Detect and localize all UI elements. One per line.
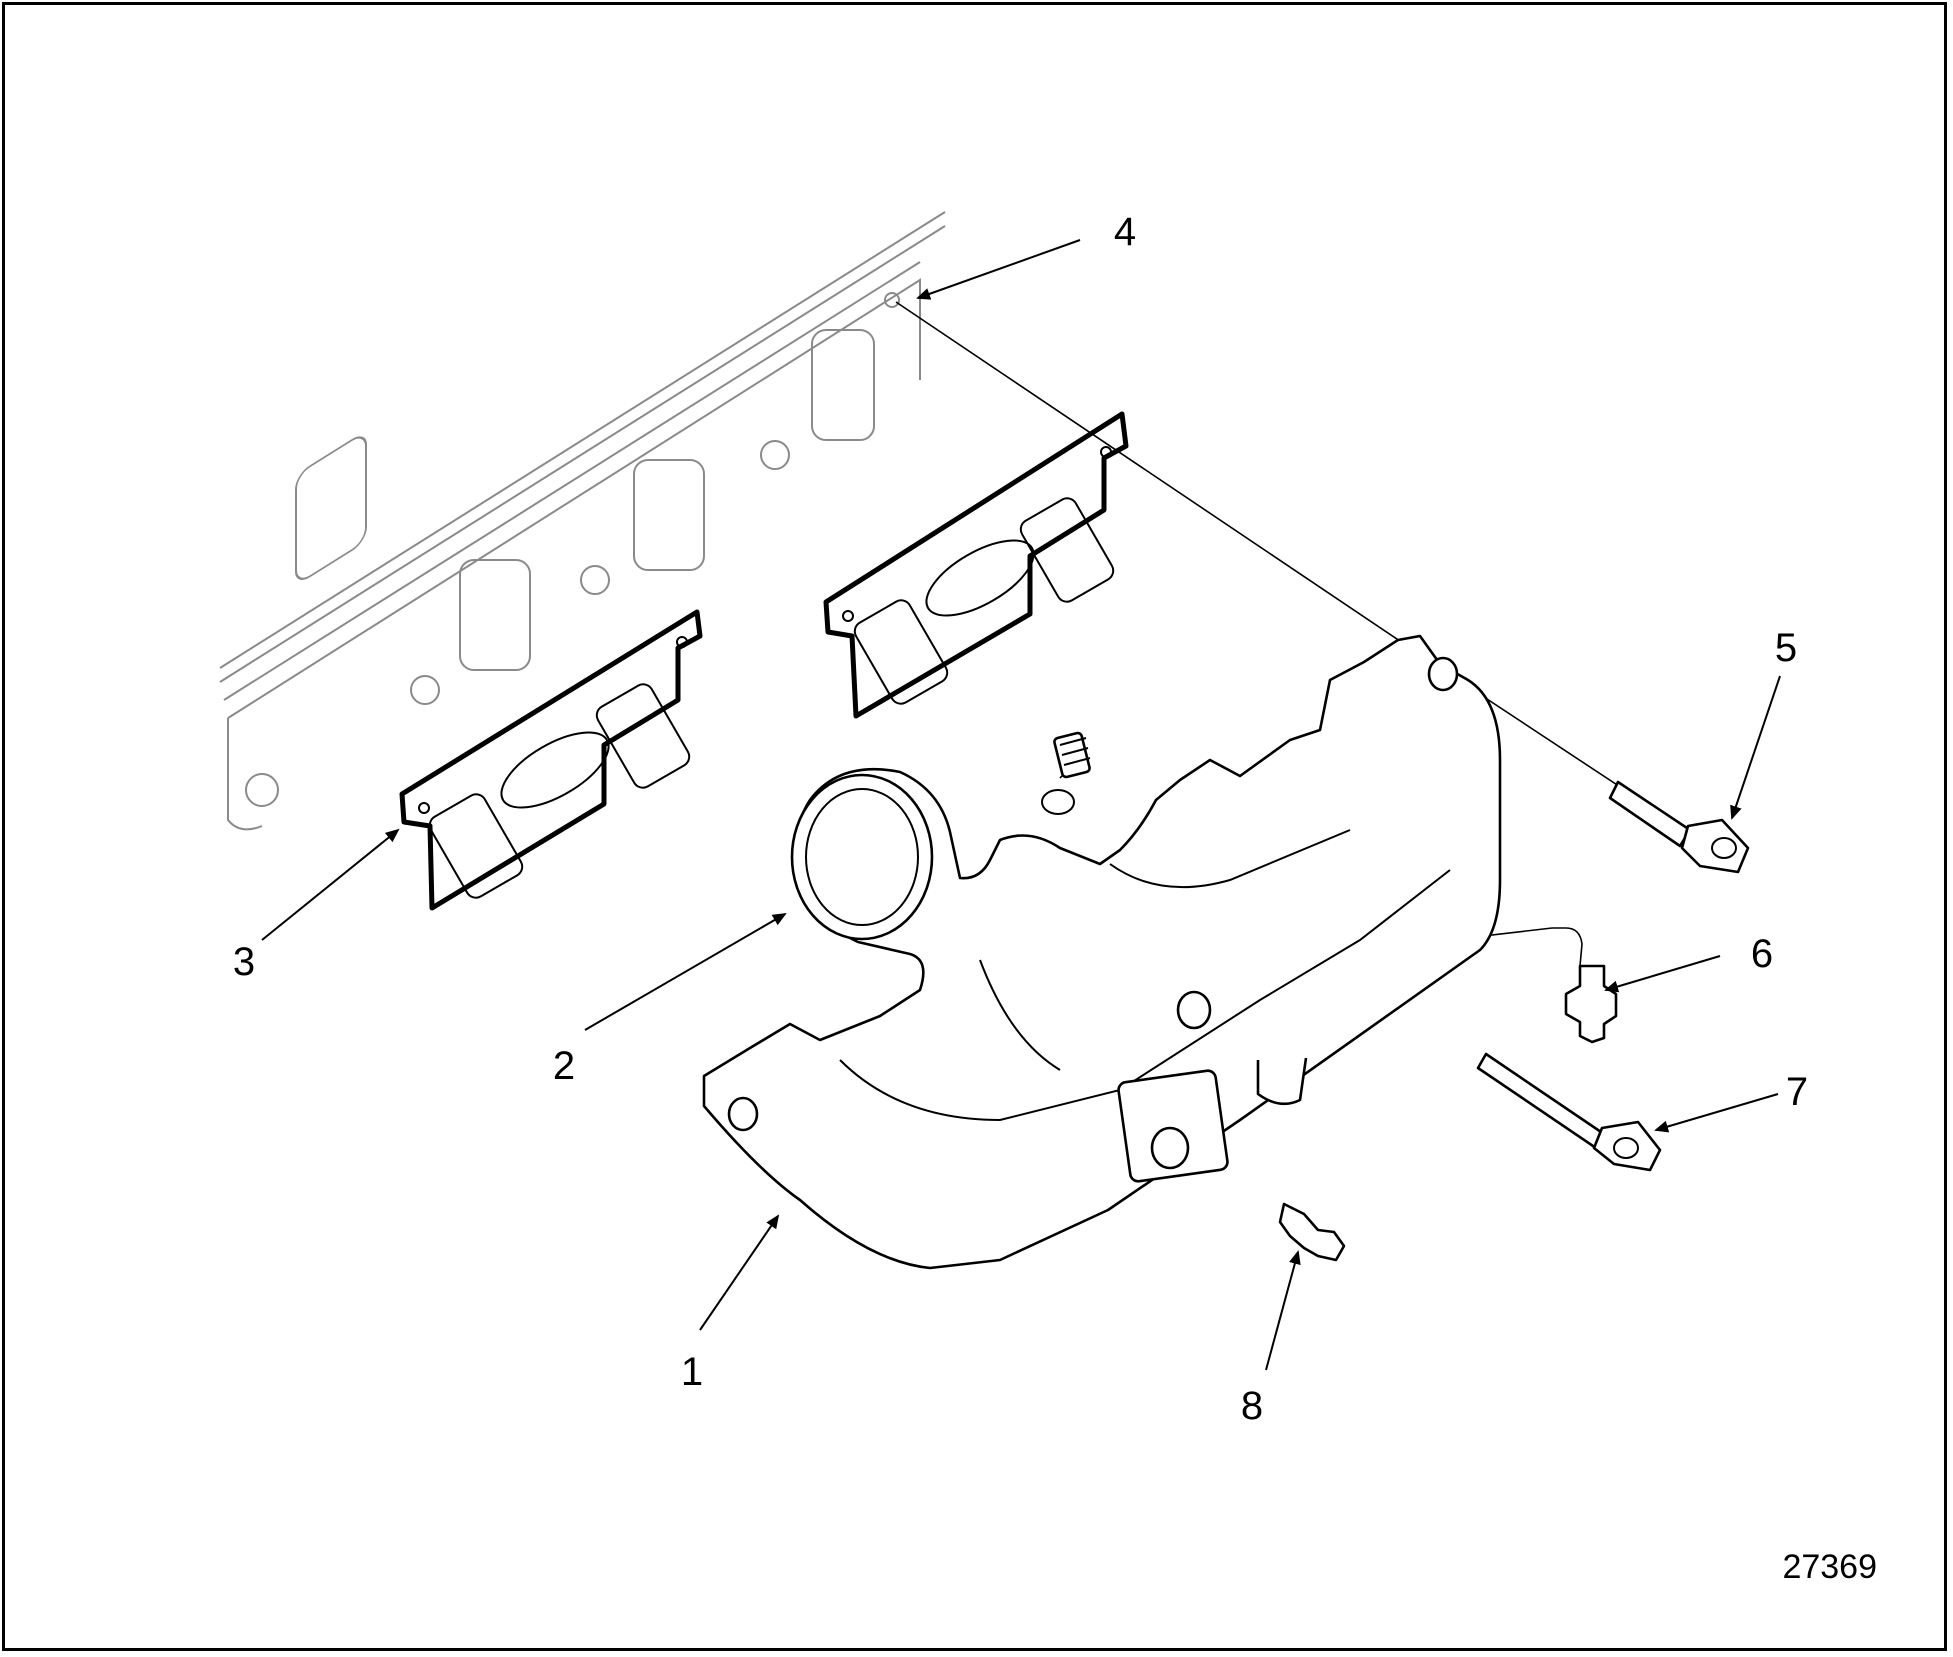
callout-5: 5 — [1774, 626, 1798, 670]
callout-2: 2 — [552, 1044, 576, 1088]
leader-2 — [584, 912, 787, 1031]
sensor-8 — [1278, 1202, 1346, 1262]
figure-number: 27369 — [1782, 1548, 1877, 1586]
bolt-5 — [1608, 780, 1750, 874]
callout-3: 3 — [232, 940, 256, 984]
leader-3 — [261, 828, 400, 941]
leader-4 — [916, 239, 1081, 300]
manifold-outlet-flange — [790, 773, 934, 941]
exhaust-manifold — [702, 634, 1502, 1270]
bolt-7 — [1476, 1052, 1662, 1172]
sensor-boss — [1117, 1069, 1229, 1183]
cylinder-head-outline — [219, 211, 946, 831]
cylinder-head-ports — [245, 292, 900, 807]
leader-lines — [261, 239, 1781, 1371]
manifold-plug — [1053, 731, 1091, 779]
leader-1 — [699, 1214, 780, 1331]
callout-1: 1 — [680, 1350, 704, 1394]
callout-4: 4 — [1113, 210, 1137, 254]
callout-7: 7 — [1785, 1070, 1809, 1114]
leader-7 — [1654, 1093, 1779, 1133]
callout-6: 6 — [1750, 932, 1774, 976]
leader-8 — [1265, 1250, 1301, 1371]
exhaust-gasket-right — [823, 411, 1129, 719]
leader-6 — [1604, 955, 1721, 993]
exhaust-gasket-left — [399, 609, 703, 911]
sensor-6 — [1552, 927, 1618, 1044]
callout-8: 8 — [1240, 1384, 1264, 1428]
leader-5 — [1730, 675, 1781, 820]
